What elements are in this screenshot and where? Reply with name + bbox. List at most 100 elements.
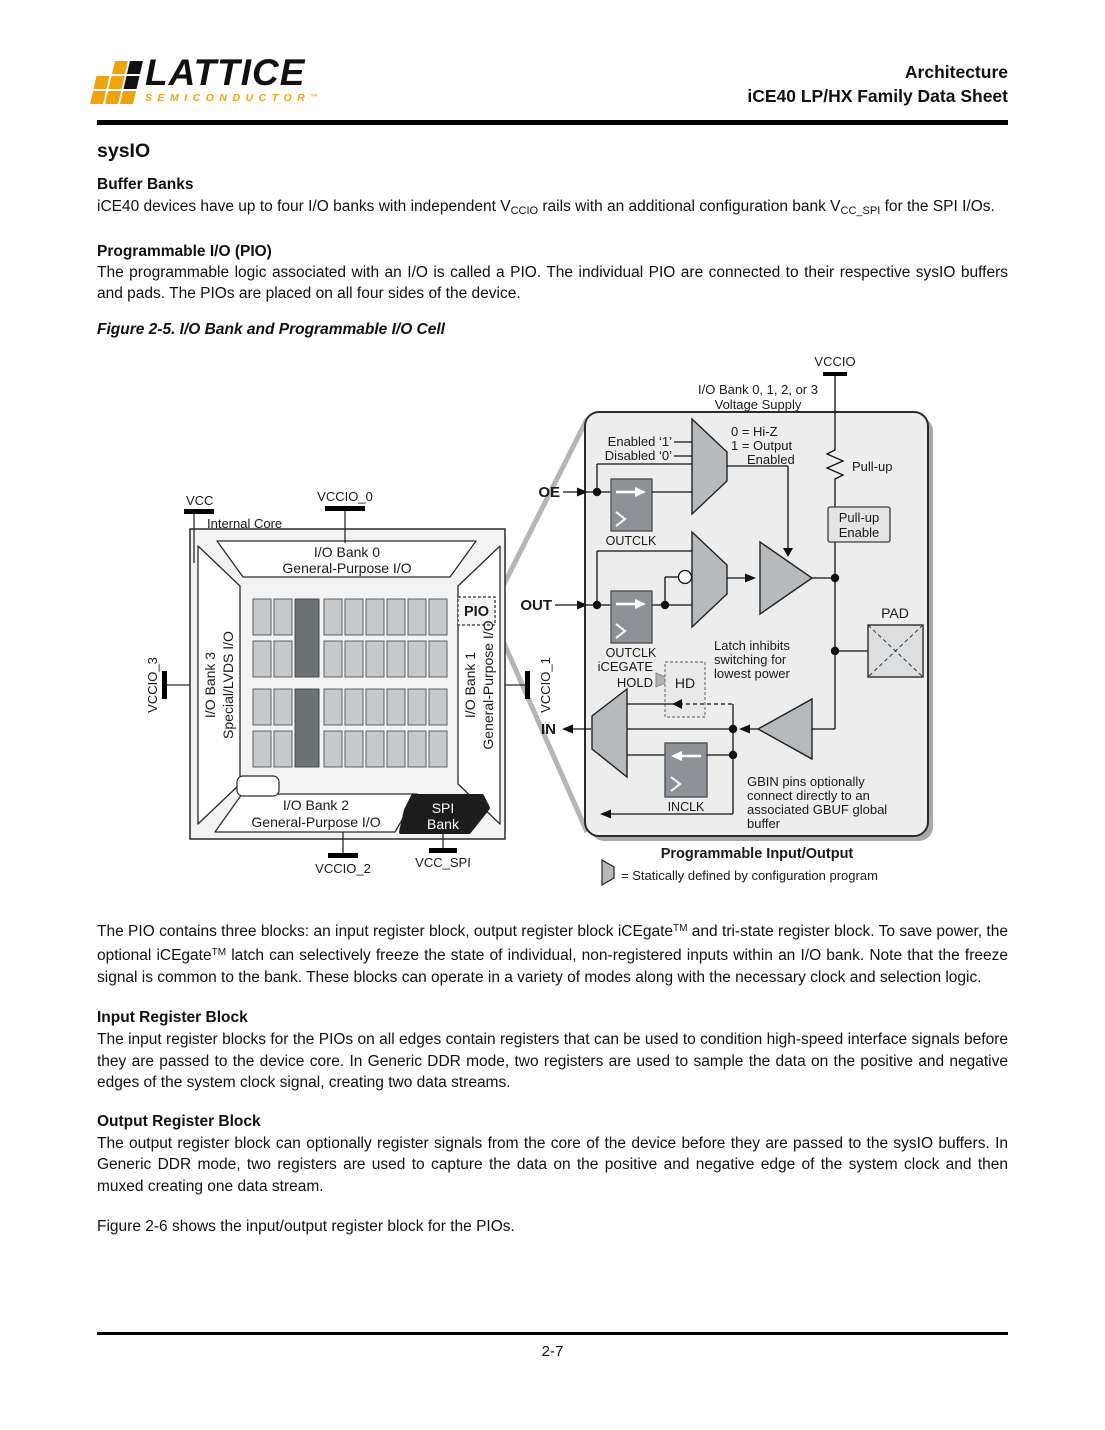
memory-column-tiles — [294, 598, 320, 767]
bank-voltage-note-line2: Voltage Supply — [715, 397, 802, 412]
latch-note-line2: switching for — [714, 652, 787, 667]
paragraph-figure-2-6-ref: Figure 2-6 shows the input/output regist… — [97, 1218, 515, 1235]
hd-latch-box — [664, 660, 706, 718]
vccio1-label: VCCIO_1 — [538, 657, 553, 713]
section-heading-pio: Programmable I/O (PIO) — [97, 242, 272, 260]
chip-diagram: PIO I/O Bank 0 General-Purpose I/O I/O B… — [145, 489, 553, 876]
bank3-label-line2: Special/LVDS I/O — [220, 630, 236, 738]
icegate-label-line1: iCEGATE — [598, 659, 654, 674]
pullup-enable-line2: Enable — [839, 525, 879, 540]
bank0-label-line2: General-Purpose I/O — [282, 560, 411, 576]
zoom-callout-lines — [493, 417, 590, 833]
footer-rule — [97, 1332, 1008, 1335]
pio-cell-detail: VCCIO I/O Bank 0, 1, 2, or 3 Voltage Sup… — [520, 354, 933, 841]
trademark-mark: ™ — [310, 94, 318, 101]
hold-arrow-icon — [655, 671, 674, 688]
paragraph-pio: The programmable logic associated with a… — [97, 263, 1008, 303]
vccio-supply-label: VCCIO — [814, 354, 855, 369]
spi-bank-label-line1: SPI — [432, 800, 455, 816]
subscript-vcc-spi: CC_SPI — [840, 205, 881, 217]
pad-box — [867, 623, 924, 678]
spi-bank-label-line2: Bank — [427, 816, 460, 832]
bank2-label-line1: I/O Bank 2 — [283, 797, 349, 813]
oe-signal-label: OE — [538, 484, 560, 501]
paragraph-buffer-banks: iCE40 devices have up to four I/O banks … — [97, 198, 995, 217]
pio-highlight-box — [457, 595, 496, 626]
subscript-vccio: CCIO — [510, 205, 539, 217]
inverter-bubble-icon — [677, 569, 693, 584]
gbin-note-line2: connect directly to an — [747, 788, 870, 803]
logo-subtitle: SEMICONDUCTOR™ — [145, 92, 318, 104]
logic-tile-grid — [252, 598, 448, 767]
bank0-label-line1: I/O Bank 0 — [314, 544, 380, 560]
header-rule — [97, 120, 1008, 125]
corner-tile — [236, 774, 280, 797]
bank2-label-line2: General-Purpose I/O — [251, 814, 380, 830]
header-right: Architecture iCE40 LP/HX Family Data She… — [747, 60, 1008, 108]
gbin-note-line3: associated GBUF global — [747, 802, 887, 817]
figure-2-5: PIO I/O Bank 0 General-Purpose I/O I/O B… — [97, 349, 1008, 899]
output-mux — [691, 529, 728, 629]
in-register — [664, 741, 708, 798]
pullup-label: Pull-up — [852, 459, 892, 474]
paragraph-output-register: The output register block can optionally… — [97, 1134, 1008, 1195]
section-heading-input-register: Input Register Block — [97, 1009, 248, 1026]
page-number: 2-7 — [541, 1343, 564, 1360]
io-bank2-shape — [214, 792, 418, 833]
outclk-label-out: OUTCLK — [606, 646, 657, 660]
chip-supply-pins: VCC Internal Core VCCIO_0 VCCIO_3 VCCIO_… — [145, 489, 553, 876]
pad-label: PAD — [881, 605, 909, 621]
paragraph-input-register: The input register blocks for the PIOs o… — [97, 1031, 1008, 1091]
bank1-label: I/O Bank 1 General-Purpose I/O — [462, 620, 496, 749]
spi-bank-shape — [399, 793, 490, 834]
pullup-enable-box — [827, 505, 891, 543]
lattice-logo-text: LATTICE SEMICONDUCTOR™ — [145, 52, 318, 104]
section-heading-buffer-banks: Buffer Banks — [97, 176, 194, 193]
out-register — [610, 589, 653, 644]
latch-note-line3: lowest power — [714, 666, 791, 681]
page-body: sysIO Buffer Banks iCE40 devices have up… — [97, 138, 1008, 1238]
pullup-resistor-icon — [825, 445, 845, 484]
oe-mode-line1: 0 = Hi-Z — [731, 424, 778, 439]
output-driver-buffer — [759, 540, 814, 615]
pullup-enable-line1: Pull-up — [839, 510, 879, 525]
trademark-sup: TM — [673, 922, 688, 934]
hd-label: HD — [675, 675, 695, 691]
bank3-label-line1: I/O Bank 3 — [202, 651, 218, 717]
inclk-label: INCLK — [668, 800, 705, 814]
lattice-logo: LATTICE SEMICONDUCTOR™ — [90, 52, 318, 104]
doc-section: Architecture — [904, 62, 1008, 82]
enabled-label: Enabled ‘1’ — [608, 434, 672, 449]
oe-register — [610, 477, 653, 532]
bank3-label: I/O Bank 3 Special/LVDS I/O — [202, 630, 236, 738]
outclk-label-oe: OUTCLK — [606, 534, 657, 548]
bank1-label-line2: General-Purpose I/O — [480, 620, 496, 749]
vcc-label: VCC — [186, 493, 213, 508]
vccio2-label: VCCIO_2 — [315, 861, 371, 876]
input-mux — [591, 687, 628, 778]
vcc-spi-label: VCC_SPI — [415, 855, 471, 870]
tristate-mux — [691, 416, 728, 516]
paragraph-pio-blocks: The PIO contains three blocks: an input … — [97, 922, 1008, 986]
oe-mode-line2: 1 = Output — [731, 438, 792, 453]
icegate-label-line2: HOLD — [617, 675, 653, 690]
out-signal-label: OUT — [520, 597, 552, 614]
bank-voltage-note-line1: I/O Bank 0, 1, 2, or 3 — [698, 382, 818, 397]
trademark-sup: TM — [211, 947, 227, 958]
vccio0-label: VCCIO_0 — [317, 489, 373, 504]
io-bank-pio-cell-diagram: PIO I/O Bank 0 General-Purpose I/O I/O B… — [145, 354, 933, 886]
legend-text: = Statically defined by configuration pr… — [621, 868, 878, 883]
gbin-note-line4: buffer — [747, 816, 781, 831]
oe-mode-line3: Enabled — [747, 452, 795, 467]
bank1-label-line1: I/O Bank 1 — [462, 651, 478, 717]
legend-mux-icon — [601, 858, 615, 886]
lattice-logo-squares-icon — [90, 61, 143, 104]
doc-title: iCE40 LP/HX Family Data Sheet — [747, 86, 1008, 106]
internal-core-label: Internal Core — [207, 516, 282, 531]
page-title: sysIO — [97, 140, 151, 162]
logo-brand: LATTICE — [145, 52, 306, 93]
in-signal-label: IN — [541, 721, 556, 738]
gbin-note-line1: GBIN pins optionally — [747, 774, 865, 789]
vccio3-label: VCCIO_3 — [145, 657, 160, 713]
